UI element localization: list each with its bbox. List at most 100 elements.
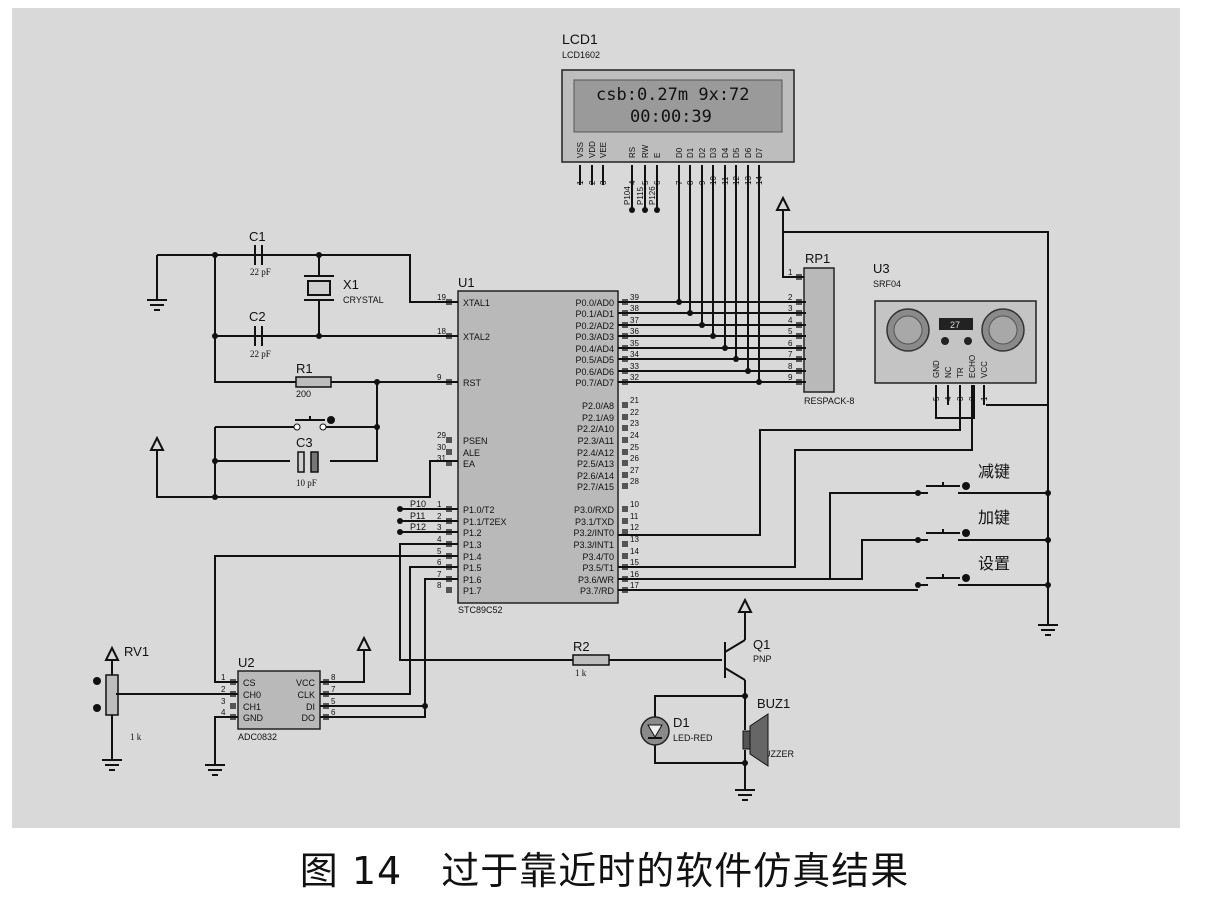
rp1-pin-number: 1 bbox=[788, 268, 793, 277]
x1-ref: X1 bbox=[343, 277, 359, 292]
u2-right-pin-name: CLK bbox=[297, 690, 315, 700]
figure-caption: 图 14 过于靠近时的软件仿真结果 bbox=[299, 849, 910, 893]
mcu-left-pin-number: 19 bbox=[437, 293, 446, 302]
mcu-right-pin-marker bbox=[622, 518, 628, 524]
u2-left-pin-marker bbox=[230, 703, 236, 709]
crystal-plates bbox=[304, 275, 334, 301]
mcu-right-pin-number: 36 bbox=[630, 327, 639, 336]
mcu-right-pin-name: P2.4/A12 bbox=[577, 448, 614, 458]
adc-data-wire bbox=[320, 578, 458, 718]
crystal-symbol bbox=[307, 280, 331, 296]
u2-right-pin-name: VCC bbox=[296, 678, 316, 688]
lcd-line-2: 00:00:39 bbox=[630, 107, 712, 127]
mcu-right-pin-name: P2.0/A8 bbox=[582, 401, 614, 411]
vcc-arrow-rv1 bbox=[104, 645, 120, 661]
lcd-pin-label: D7 bbox=[755, 147, 764, 158]
adc-clk-wire bbox=[320, 566, 458, 695]
mcu-left-pin-name: PSEN bbox=[463, 436, 488, 446]
u3-model: SRF04 bbox=[873, 279, 901, 289]
u2-left-pin-name: CH0 bbox=[243, 690, 261, 700]
mcu-right-pin-marker bbox=[622, 402, 628, 408]
mcu-right-pin-number: 24 bbox=[630, 431, 639, 440]
u2-right-pin-number: 8 bbox=[331, 673, 336, 682]
u2-body bbox=[237, 670, 321, 730]
mcu-u1: U1 STC89C52 XTAL119XTAL218RST9PSEN29ALE3… bbox=[410, 275, 639, 615]
mcu-left-pin-name: P1.4 bbox=[463, 552, 482, 562]
mcu-left-pins: XTAL119XTAL218RST9PSEN29ALE30EA31P1.0/T2… bbox=[410, 293, 507, 596]
mcu-left-pin-name: P1.3 bbox=[463, 540, 482, 550]
mcu-left-pin-name: P1.1/T2EX bbox=[463, 517, 507, 527]
mcu-right-pin-number: 14 bbox=[630, 547, 639, 556]
r2-value: 1 k bbox=[575, 668, 587, 678]
mcu-right-pin-name: P3.0/RXD bbox=[574, 505, 615, 515]
mcu-left-pin-name: EA bbox=[463, 459, 475, 469]
rp1-pin-number: 5 bbox=[788, 327, 793, 336]
u2-left-pin-number: 1 bbox=[221, 673, 226, 682]
c3-ref: C3 bbox=[296, 435, 313, 450]
p1-net-stubs bbox=[400, 508, 458, 533]
mcu-right-pin-name: P3.6/WR bbox=[578, 575, 615, 585]
rp1-pin-number: 6 bbox=[788, 339, 793, 348]
lcd-pin-label: VSS bbox=[576, 142, 585, 158]
u2-right-pin-number: 7 bbox=[331, 685, 336, 694]
u2-left-pin-name: CS bbox=[243, 678, 256, 688]
button-label-set: 设置 bbox=[978, 555, 1010, 573]
mcu-right-pin-name: P0.0/AD0 bbox=[575, 298, 614, 308]
lcd-screen bbox=[573, 79, 783, 133]
c1-wire bbox=[156, 254, 458, 303]
rp1-pin-number: 4 bbox=[788, 316, 793, 325]
u2-left-pin-number: 2 bbox=[221, 685, 226, 694]
u3-ref: U3 bbox=[873, 261, 890, 276]
push-button-plus bbox=[918, 529, 968, 541]
rv1-wire bbox=[111, 660, 238, 760]
buzzer-section: R2 1 k Q1 PNP D1 LED-RED BUZ1 BUZZER bbox=[573, 637, 795, 759]
lcd-net-label: P115 bbox=[636, 186, 645, 205]
mcu-left-pin-number: 31 bbox=[437, 454, 446, 463]
rp1-pin-number: 3 bbox=[788, 304, 793, 313]
c3-negative-plate bbox=[310, 451, 319, 473]
button-label-plus: 加键 bbox=[978, 509, 1010, 527]
mcu-ref: U1 bbox=[458, 275, 475, 290]
mcu-left-pin-name: P1.6 bbox=[463, 575, 482, 585]
mcu-right-pin-name: P3.2/INT0 bbox=[573, 528, 614, 538]
mcu-right-pin-number: 12 bbox=[630, 523, 639, 532]
mcu-right-pin-name: P3.4/T0 bbox=[582, 552, 614, 562]
r2-base-wire bbox=[399, 543, 573, 661]
mcu-left-pin-number: 18 bbox=[437, 327, 446, 336]
lcd-pin-label: D6 bbox=[744, 147, 753, 158]
u2-left-pin-number: 4 bbox=[221, 708, 226, 717]
lcd-pin-label: D1 bbox=[686, 147, 695, 158]
mcu-left-pin-number: 5 bbox=[437, 547, 442, 556]
r1-value: 200 bbox=[296, 389, 311, 399]
mcu-right-pin-name: P0.4/AD4 bbox=[575, 344, 614, 354]
power-symbols bbox=[104, 195, 791, 661]
mcu-right-pin-marker bbox=[622, 541, 628, 547]
mcu-body bbox=[457, 290, 619, 604]
u2-right-pin-number: 6 bbox=[331, 708, 336, 717]
reset-wire bbox=[214, 381, 458, 462]
u3-led-right bbox=[964, 337, 972, 345]
lcd-pin-label: VDD bbox=[588, 141, 597, 158]
rp1-ref: RP1 bbox=[805, 251, 830, 266]
c1-ref: C1 bbox=[249, 229, 266, 244]
q1-ref: Q1 bbox=[753, 637, 770, 652]
lcd-net-label: P126 bbox=[648, 186, 657, 205]
buz1-ref: BUZ1 bbox=[757, 696, 790, 711]
mcu-right-pin-name: P2.7/A15 bbox=[577, 482, 614, 492]
rp1-pin-number: 7 bbox=[788, 350, 793, 359]
mcu-left-pin-marker bbox=[446, 449, 452, 455]
mcu-left-pin-name: RST bbox=[463, 378, 482, 388]
rv1-value: 1 k bbox=[130, 732, 142, 742]
mcu-right-pin-name: P2.1/A9 bbox=[582, 413, 614, 423]
reset-switch-contact-b bbox=[319, 423, 327, 431]
mcu-left-net-label: P12 bbox=[410, 522, 426, 532]
push-button-minus-marker bbox=[962, 482, 970, 490]
q1-model: PNP bbox=[753, 654, 772, 664]
adc-section: RV1 1 k U2 ADC0832 CS1CH02CH13GND4VCC8CL… bbox=[124, 644, 336, 742]
c2-value: 22 pF bbox=[250, 349, 271, 359]
vcc-arrow-rp1 bbox=[775, 195, 791, 211]
u2-left-pin-name: CH1 bbox=[243, 702, 261, 712]
mcu-right-pin-marker bbox=[622, 414, 628, 420]
